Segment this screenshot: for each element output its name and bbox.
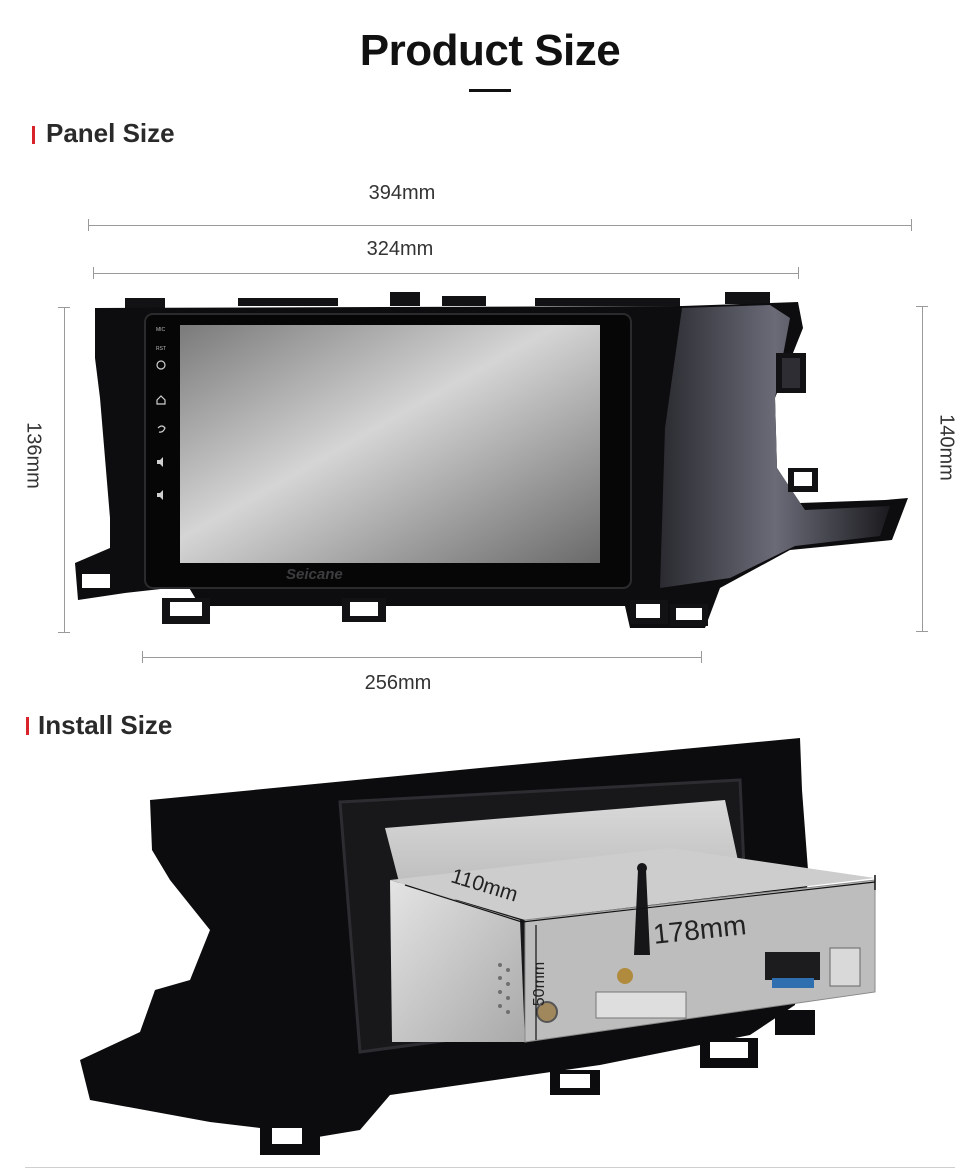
dim-tick — [93, 267, 94, 279]
dim-label-height: 50mm — [531, 961, 549, 1007]
brand-logo: Seicane — [286, 566, 343, 583]
panel-size-heading: Panel Size — [46, 118, 175, 148]
dim-label-left-height: 136mm — [22, 422, 45, 489]
title-underline — [469, 89, 511, 92]
install-size-heading: Install Size — [38, 710, 173, 740]
dim-tick — [58, 632, 70, 633]
dim-tick — [142, 651, 143, 663]
dim-line-outer-width — [88, 225, 912, 226]
dim-tick — [88, 219, 89, 231]
page-title: Product Size — [359, 26, 621, 75]
rst-label: RST — [156, 346, 166, 352]
dim-line-right-height — [922, 306, 923, 632]
dim-tick — [58, 307, 70, 308]
dim-label-outer-width: 394mm — [368, 182, 436, 204]
dim-tick — [701, 651, 702, 663]
dim-label-bottom-width: 256mm — [364, 672, 432, 694]
section-accent-bar — [32, 126, 35, 144]
mic-label: MIC — [156, 327, 166, 333]
dim-tick — [911, 219, 912, 231]
install-product-image — [80, 738, 876, 1155]
dim-line-inner-width — [93, 273, 799, 274]
section-accent-bar — [26, 717, 29, 735]
panel-product-image: MIC RST Seicane — [75, 292, 908, 628]
bottom-divider — [25, 1167, 955, 1168]
dim-tick — [916, 306, 928, 307]
dim-label-inner-width: 324mm — [366, 238, 434, 260]
dim-tick — [916, 631, 928, 632]
dim-line-left-height — [64, 307, 65, 633]
dim-line-bottom-width — [142, 657, 702, 658]
dim-label-right-height: 140mm — [935, 414, 958, 481]
dim-tick — [798, 267, 799, 279]
